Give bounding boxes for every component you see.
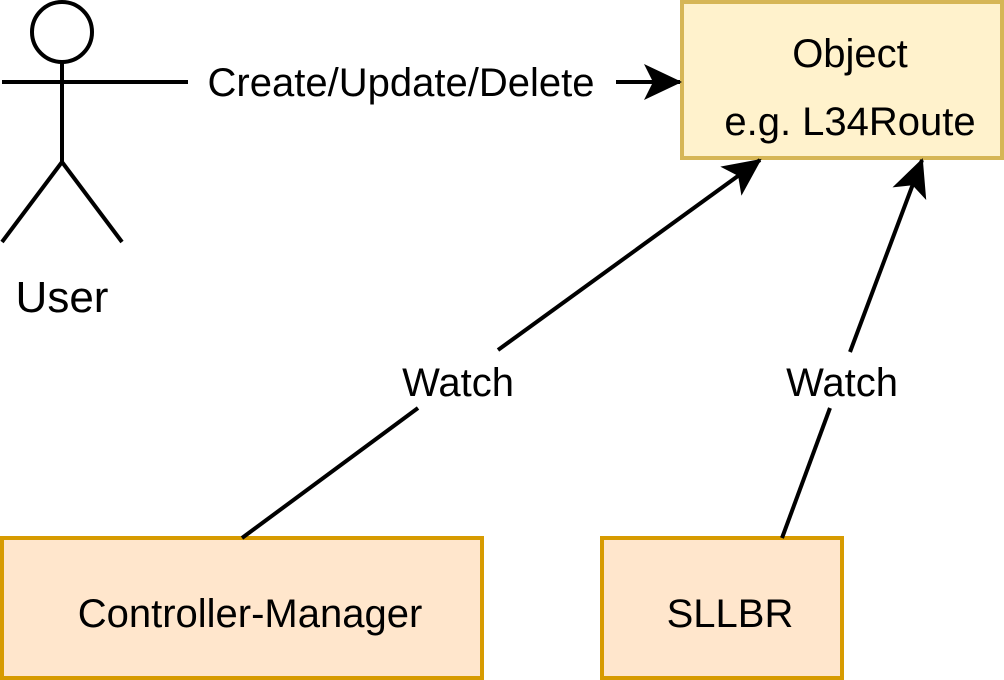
edge-controller-watch-label: Watch: [402, 361, 514, 405]
edge-sllbr-watch: Watch: [780, 158, 927, 539]
sllbr-box: SLLBR: [600, 536, 844, 680]
object-box-rect: [680, 0, 1004, 160]
user-head: [30, 0, 94, 64]
edge-sllbr-watch-seg1: [780, 407, 832, 539]
object-subtitle: e.g. L34Route: [724, 100, 975, 144]
edge-sllbr-watch-label: Watch: [786, 361, 898, 405]
object-title: Object: [792, 32, 908, 76]
edge-sllbr-watch-seg2: [848, 158, 927, 353]
user-label: User: [16, 273, 109, 322]
edge-controller-watch: Watch: [240, 158, 762, 540]
controller-manager-label: Controller-Manager: [78, 592, 423, 636]
user-actor: User: [0, 0, 124, 322]
controller-manager-box: Controller-Manager: [0, 536, 484, 680]
sllbr-rect: [600, 536, 844, 680]
edge-controller-watch-seg2: [496, 158, 762, 352]
edge-user-to-object: Create/Update/Delete: [122, 61, 682, 105]
edge-user-to-object-label: Create/Update/Delete: [208, 61, 595, 105]
object-box: Object e.g. L34Route: [680, 0, 1004, 160]
edge-controller-watch-seg1: [240, 406, 420, 540]
user-left-leg: [0, 160, 64, 244]
sllbr-label: SLLBR: [667, 592, 794, 636]
user-right-leg: [60, 160, 124, 244]
